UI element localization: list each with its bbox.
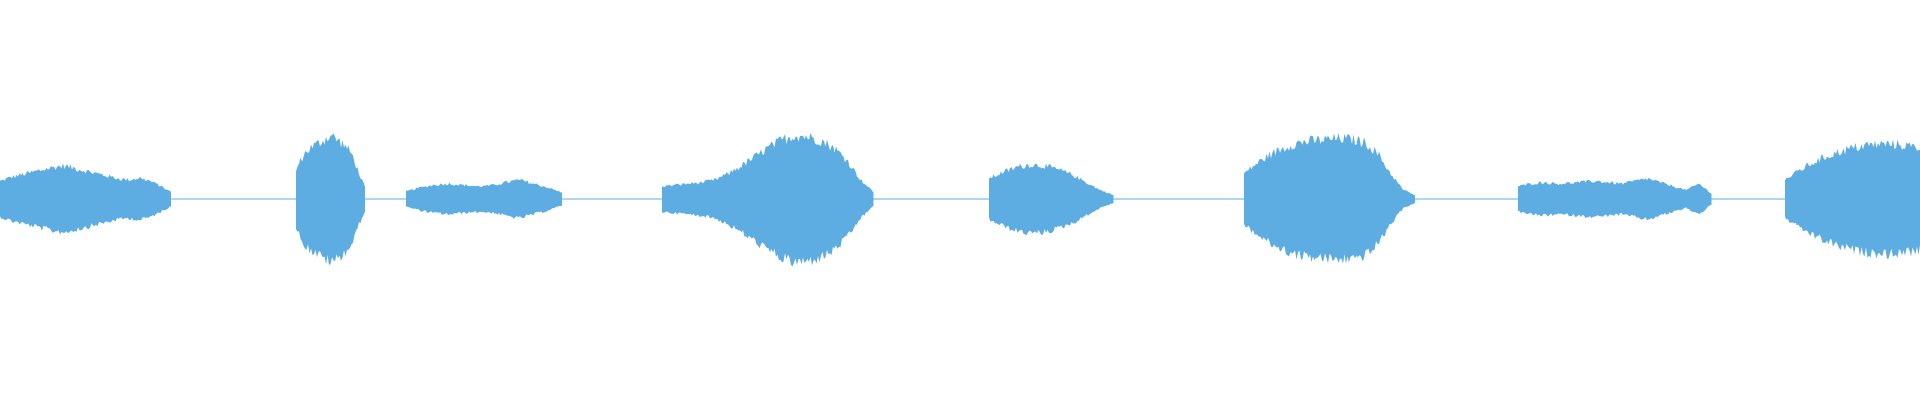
- waveform-segment-1: [0, 163, 171, 235]
- waveform-segment-3: [406, 178, 562, 219]
- waveform-segment-7: [1518, 177, 1712, 221]
- waveform-segment-4: [662, 132, 874, 267]
- waveform-segment-5: [989, 163, 1114, 236]
- waveform-segment-2: [296, 133, 365, 265]
- waveform-segment-8: [1785, 139, 1920, 259]
- waveform-segments: [0, 132, 1920, 267]
- waveform-segment-6: [1244, 133, 1415, 264]
